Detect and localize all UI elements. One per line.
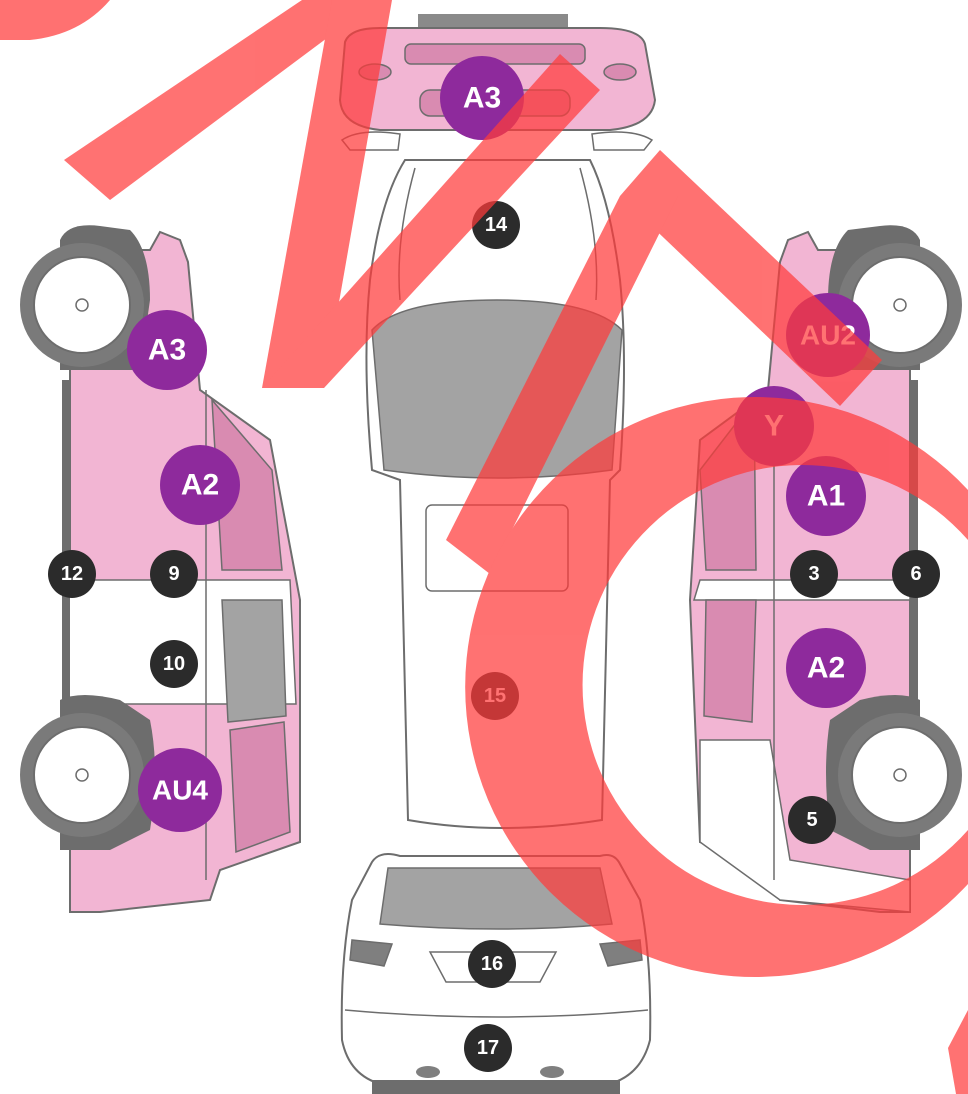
left-front-window bbox=[221, 599, 287, 723]
rear-ground-strip bbox=[372, 1080, 620, 1094]
svg-text:A2: A2 bbox=[181, 469, 219, 502]
marker-rear-16[interactable]: 16 bbox=[468, 940, 516, 988]
right-front-wheel bbox=[826, 695, 962, 850]
front-mirror-right bbox=[591, 131, 654, 151]
rear-bumper-line bbox=[344, 1009, 649, 1018]
marker-right-3[interactable]: 3 bbox=[790, 550, 838, 598]
svg-text:AU4: AU4 bbox=[152, 775, 208, 806]
watermark-letter-x-back bbox=[620, 150, 882, 406]
marker-right-a1[interactable]: A1 bbox=[786, 456, 866, 536]
svg-text:A1: A1 bbox=[807, 480, 845, 513]
marker-left-au4[interactable]: AU4 bbox=[138, 748, 222, 832]
watermark-letter-a-left bbox=[262, 0, 392, 388]
rear-exhaust-left bbox=[416, 1066, 440, 1078]
right-rear-hub bbox=[893, 298, 907, 312]
svg-text:A3: A3 bbox=[463, 82, 501, 115]
left-outline-strip bbox=[62, 380, 70, 710]
svg-text:14: 14 bbox=[485, 214, 508, 236]
left-front-wheel bbox=[20, 695, 155, 850]
left-windshield bbox=[229, 721, 291, 854]
svg-text:10: 10 bbox=[163, 653, 185, 675]
watermark-letter-x-fore bbox=[446, 196, 678, 574]
marker-right-a2[interactable]: A2 bbox=[786, 628, 866, 708]
rear-exhaust-right bbox=[540, 1066, 564, 1078]
svg-text:5: 5 bbox=[806, 809, 817, 831]
marker-left-a2[interactable]: A2 bbox=[160, 445, 240, 525]
svg-text:A3: A3 bbox=[148, 334, 186, 367]
marker-left-12[interactable]: 12 bbox=[48, 550, 96, 598]
svg-text:17: 17 bbox=[477, 1037, 499, 1059]
svg-text:16: 16 bbox=[481, 953, 503, 975]
marker-left-9[interactable]: 9 bbox=[150, 550, 198, 598]
marker-left-10[interactable]: 10 bbox=[150, 640, 198, 688]
marker-left-a3[interactable]: A3 bbox=[127, 310, 207, 390]
watermark-corner-arc bbox=[0, 0, 110, 40]
left-front-hub bbox=[75, 768, 89, 782]
right-outline-strip bbox=[910, 380, 918, 710]
svg-text:6: 6 bbox=[910, 563, 921, 585]
svg-text:9: 9 bbox=[168, 563, 179, 585]
marker-rear-17[interactable]: 17 bbox=[464, 1024, 512, 1072]
right-front-window bbox=[703, 599, 757, 723]
front-headlight-right bbox=[603, 63, 637, 81]
right-front-hub bbox=[893, 768, 907, 782]
watermark-stroke-bottom-right bbox=[948, 1010, 968, 1094]
watermark-stroke-left-diagonal bbox=[64, 0, 378, 200]
front-roof-strip bbox=[418, 14, 568, 28]
watermark-letter-a-right bbox=[262, 54, 600, 388]
watermark-letter-c bbox=[465, 397, 968, 978]
marker-right-5[interactable]: 5 bbox=[788, 796, 836, 844]
svg-text:3: 3 bbox=[808, 563, 819, 585]
left-rear-hub bbox=[75, 298, 89, 312]
left-rear-wheel bbox=[20, 225, 150, 370]
svg-text:A2: A2 bbox=[807, 652, 845, 685]
rear-taillight-left bbox=[349, 939, 394, 967]
marker-right-6[interactable]: 6 bbox=[892, 550, 940, 598]
svg-text:12: 12 bbox=[61, 563, 83, 585]
